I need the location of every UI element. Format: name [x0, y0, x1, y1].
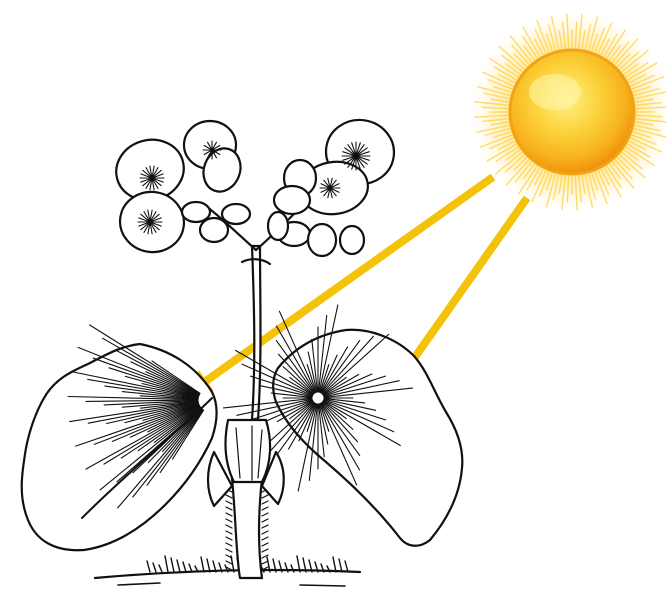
ground-grass	[95, 556, 360, 586]
sun-icon	[472, 12, 666, 212]
plant-stem	[226, 246, 268, 578]
light-arrow-right-leaf	[396, 198, 527, 384]
leaf-left	[22, 325, 217, 550]
flower-right-cluster	[268, 116, 398, 256]
flower-left-cluster	[109, 121, 250, 257]
